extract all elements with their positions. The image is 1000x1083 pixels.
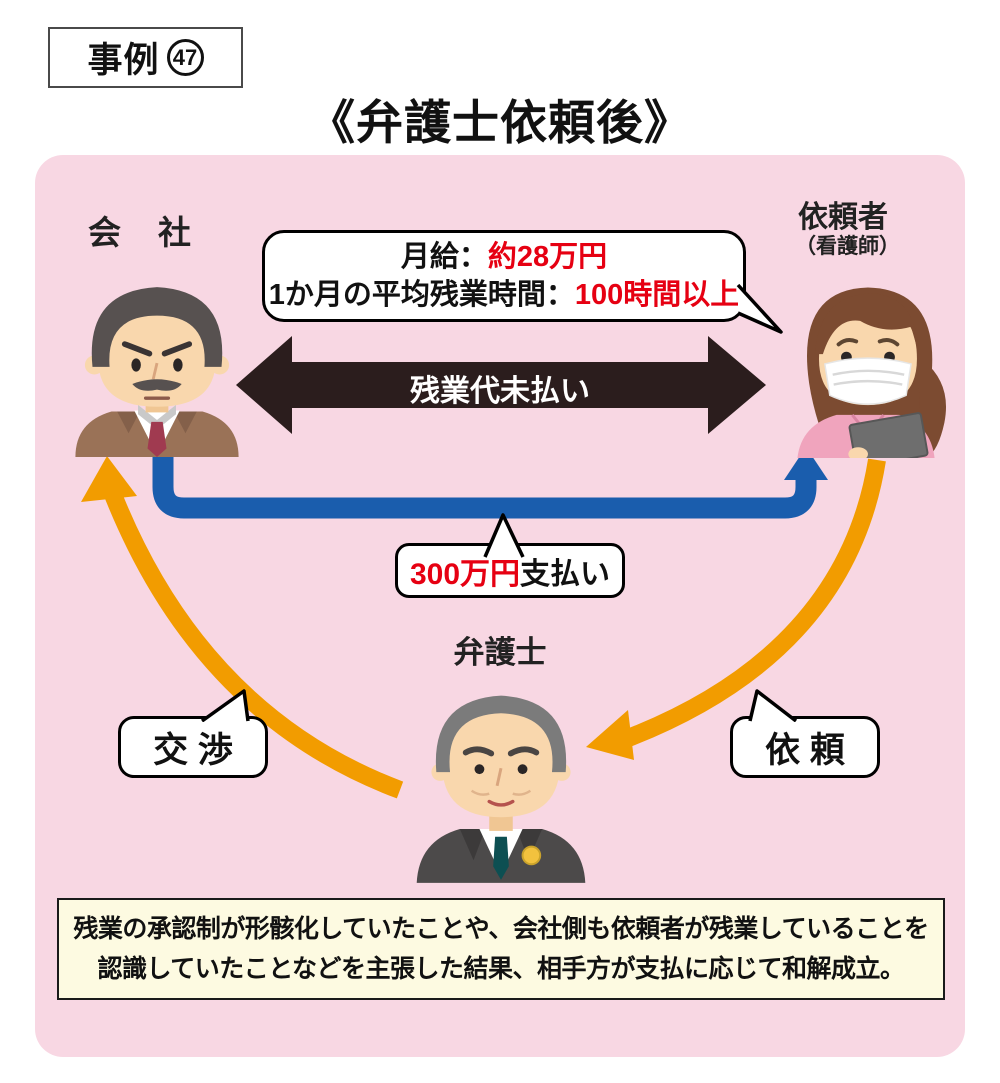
case-number-badge: 事例 47 [48,27,243,88]
payment-bubble-tail [483,513,525,558]
company-label: 会 社 [88,214,193,251]
negotiation-bubble: 交 渉 [118,716,268,778]
salary-bubble: 月給：約28万円 1か月の平均残業時間：100時間以上 [262,230,746,322]
salary-line2: 1か月の平均残業時間：100時間以上 [269,276,740,314]
lawyer-label: 弁護士 [453,635,547,670]
salary-line1-black: 月給： [400,240,488,273]
company-avatar [75,287,239,457]
unpaid-arrow-label: 残業代未払い [410,375,590,408]
client-sublabel: （看護師） [795,235,900,258]
request-bubble: 依 頼 [730,716,880,778]
case-badge-prefix: 事例 [87,41,160,80]
negotiation-arrow [81,456,404,799]
payment-arrow [152,447,828,519]
client-avatar [797,287,947,458]
salary-line2-red: 100時間以上 [574,279,740,311]
page-title: 《弁護士依頼後》 [308,96,692,149]
negotiation-label: 交 渉 [153,730,233,770]
request-bubble-tail [748,689,798,722]
payment-amount: 300万円 [409,557,521,591]
salary-line1-red: 約28万円 [487,240,608,273]
unpaid-overtime-arrow [236,336,766,434]
client-label: 依頼者 [798,201,888,234]
request-label: 依 頼 [765,730,845,770]
payment-text: 支払い [520,557,611,591]
salary-line1: 月給：約28万円 [401,238,607,276]
result-line1: 残業の承認制が形骸化していたことや、会社側も依頼者が残業していることを [73,915,929,943]
request-arrow [586,458,886,760]
lawyer-avatar [416,695,586,883]
salary-bubble-tail [736,283,783,334]
salary-line2-black: 1か月の平均残業時間： [268,279,575,311]
negotiation-bubble-tail [200,689,250,722]
result-line2: 認識していたことなどを主張した結果、相手方が支払に応じて和解成立。 [97,955,905,983]
result-box: 残業の承認制が形骸化していたことや、会社側も依頼者が残業していることを 認識して… [57,898,945,1000]
case-badge-circled-number: 47 [166,39,204,76]
